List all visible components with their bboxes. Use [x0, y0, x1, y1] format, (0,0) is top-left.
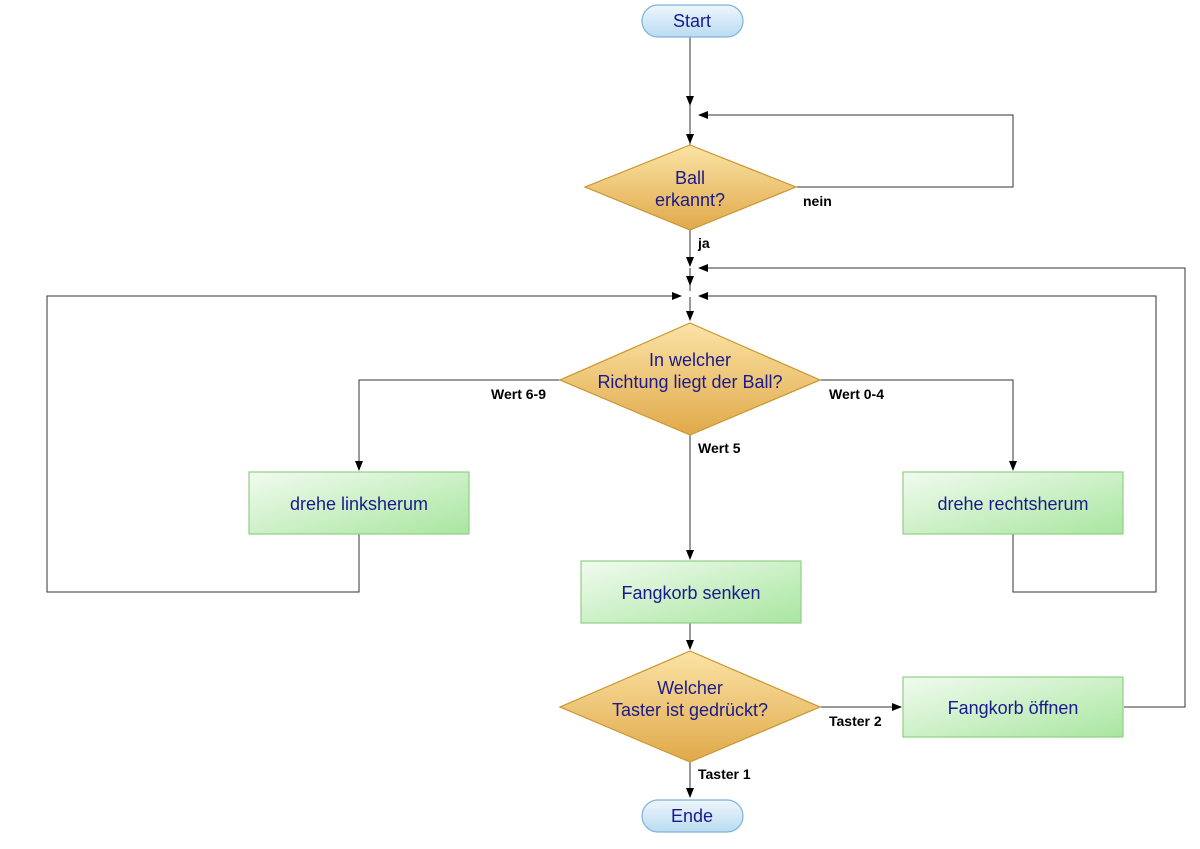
decision-ball-direction-line1: In welcher — [649, 350, 731, 370]
decision-ball-direction: In welcher Richtung liegt der Ball? — [558, 322, 822, 436]
end-terminal: Ende — [641, 799, 744, 833]
start-label: Start — [673, 11, 711, 31]
arrowhead-down — [686, 96, 694, 106]
decision-ball-direction-line2: Richtung liegt der Ball? — [597, 372, 782, 392]
connector-direction-right — [820, 379, 1014, 464]
edge-label-taster-2: Taster 2 — [829, 713, 882, 729]
process-turn-left-label: drehe linksherum — [290, 494, 428, 514]
process-open-basket: Fangkorb öffnen — [902, 676, 1124, 738]
connector-direction-left — [358, 379, 560, 464]
decision-ball-detected-line1: Ball — [675, 168, 705, 188]
process-open-basket-label: Fangkorb öffnen — [948, 698, 1079, 718]
edge-label-wert-6-9: Wert 6-9 — [491, 386, 546, 402]
decision-which-button-line1: Welcher — [657, 678, 723, 698]
arrowhead-right — [672, 292, 682, 300]
start-terminal: Start — [641, 4, 744, 38]
arrowhead-down — [686, 311, 694, 321]
end-label: Ende — [671, 806, 713, 826]
arrowhead-down — [1009, 461, 1017, 471]
arrowheads — [355, 96, 1017, 798]
process-turn-right-label: drehe rechtsherum — [937, 494, 1088, 514]
arrowhead-left — [698, 292, 708, 300]
arrowhead-left — [698, 264, 708, 272]
edge-label-wert-5: Wert 5 — [698, 440, 741, 456]
decision-which-button-line2: Taster ist gedrückt? — [612, 700, 768, 720]
arrowhead-left — [698, 111, 708, 119]
decision-which-button: Welcher Taster ist gedrückt? — [558, 650, 822, 763]
process-turn-right: drehe rechtsherum — [902, 471, 1124, 535]
edge-label-nein: nein — [803, 193, 832, 209]
connector-open-basket-loop — [706, 267, 1186, 708]
arrowhead-down — [686, 550, 694, 560]
arrowhead-right — [892, 703, 902, 711]
arrowhead-down — [686, 257, 694, 267]
edge-label-wert-0-4: Wert 0-4 — [829, 386, 884, 402]
edge-label-taster-1: Taster 1 — [698, 766, 751, 782]
arrowhead-down — [686, 134, 694, 144]
decision-ball-detected: Ball erkannt? — [583, 144, 798, 231]
connector-turn-right-loop — [706, 295, 1157, 593]
connectors — [46, 37, 1186, 791]
arrowhead-down — [686, 276, 694, 286]
arrowhead-down — [355, 461, 363, 471]
edge-label-ja: ja — [697, 235, 710, 251]
arrowhead-down — [686, 640, 694, 650]
arrowhead-down — [686, 788, 694, 798]
decision-ball-detected-line2: erkannt? — [655, 190, 725, 210]
process-lower-basket-label: Fangkorb senken — [621, 583, 760, 603]
process-turn-left: drehe linksherum — [248, 471, 470, 535]
connector-nein-loop — [706, 114, 1014, 188]
edge-labels: nein ja Wert 6-9 Wert 0-4 Wert 5 Taster … — [491, 193, 884, 782]
process-lower-basket: Fangkorb senken — [580, 560, 802, 624]
connector-turn-left-loop — [46, 295, 674, 593]
